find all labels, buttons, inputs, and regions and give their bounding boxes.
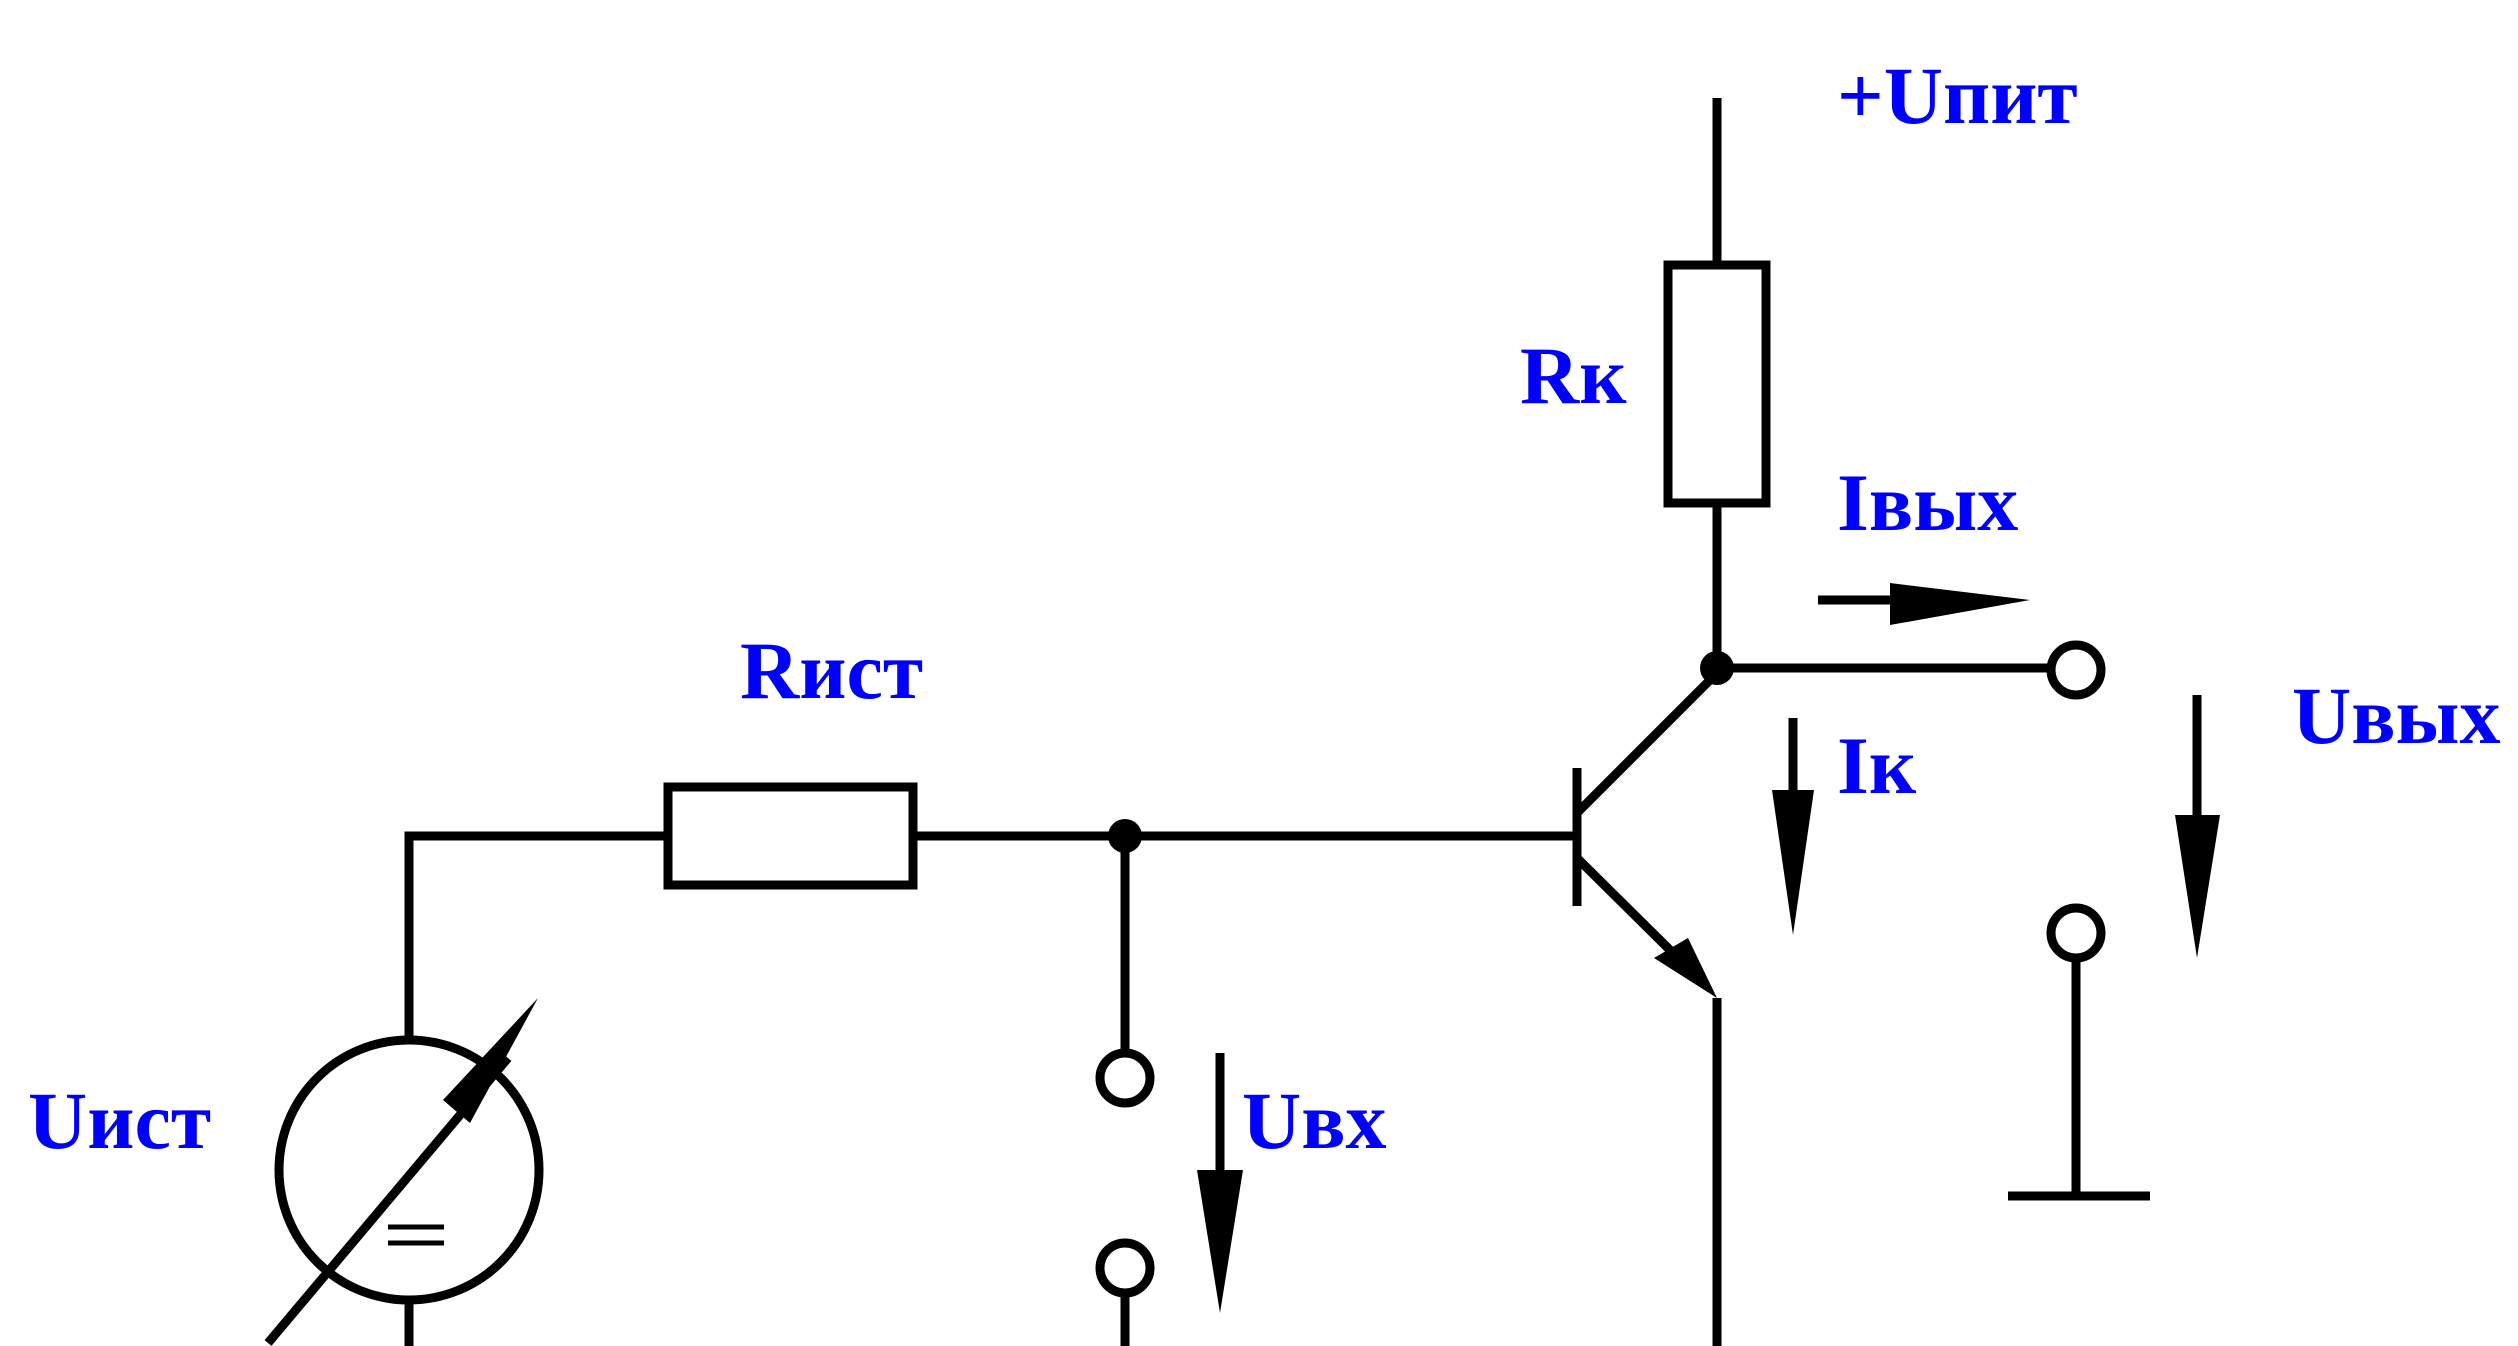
resistor-rist [663,782,918,890]
resistor-rk [1663,260,1771,508]
dc-symbol-icon [388,1224,444,1246]
label-uout: Uвых [2292,670,2501,761]
adjust-arrow-icon [443,998,538,1123]
input-terminal-bottom [1095,1238,1155,1346]
ik-arrow-icon [1772,718,1814,935]
input-terminal-top [1095,1048,1155,1108]
label-ik: Iк [1837,720,1917,811]
label-uist: Uист [28,1075,211,1166]
npn-transistor [1572,669,1722,1346]
iout-arrow-icon [1818,583,2030,625]
label-iout: Iвых [1837,457,2018,548]
label-rist: Rист [740,625,923,716]
label-supply: +Uпит [1837,50,2078,141]
uin-arrow-icon [1197,1053,1243,1313]
ground-symbol [2008,958,2150,1201]
output-terminal-top [2046,640,2106,700]
emitter-arrow-icon [1654,938,1717,998]
uout-arrow-icon [2175,695,2220,958]
label-uin: Uвх [1242,1075,1387,1166]
label-rk: Rк [1520,330,1627,421]
source-wire [404,831,668,1040]
output-terminal-bottom [2046,903,2106,963]
adjustable-voltage-source [264,1035,544,1346]
